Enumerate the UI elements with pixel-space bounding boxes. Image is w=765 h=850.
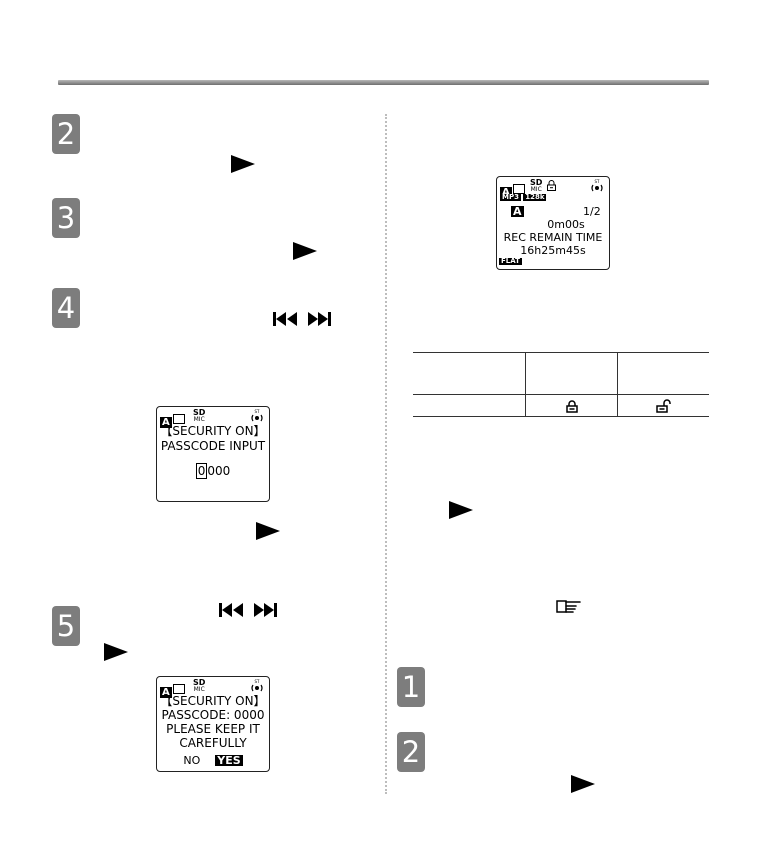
battery-indicator: A xyxy=(500,180,525,199)
table-header-cell xyxy=(617,352,709,395)
table-cell xyxy=(413,394,526,417)
stereo-indicator-icon: ST xyxy=(251,679,263,692)
lock-status-table xyxy=(413,352,709,417)
skip-back-forward-icon xyxy=(219,603,277,617)
stereo-indicator-icon: ST xyxy=(591,179,603,192)
sd-mic-indicator: SD MIC xyxy=(530,178,543,193)
rec-remain-label: REC REMAIN TIME xyxy=(503,231,603,244)
lcd-passcode-confirm: A SD MIC ST 【SECURITY ON】 PASSCODE: 0000… xyxy=(156,676,270,772)
sd-mic-indicator: SD MIC xyxy=(193,408,206,423)
pointing-hand-reference-icon xyxy=(556,600,581,613)
lock-icon xyxy=(547,180,556,191)
step-badge-left-3: 3 xyxy=(52,198,80,238)
step-badge-right-2: 2 xyxy=(397,732,425,772)
lcd-line-passcode: PASSCODE: 0000 xyxy=(161,708,265,722)
step-badge-right-1: 1 xyxy=(397,667,425,707)
elapsed-time: 0m00s xyxy=(547,218,585,231)
folder-indicator: A xyxy=(511,205,524,218)
table-header-cell xyxy=(413,352,526,395)
lcd-option-no: NO xyxy=(183,754,201,767)
play-icon xyxy=(449,501,473,519)
rec-remain-time: 16h25m45s xyxy=(520,244,586,257)
table-cell-lock xyxy=(525,394,618,417)
step-badge-left-4: 4 xyxy=(52,288,80,328)
lcd-line-keep: PLEASE KEEP IT xyxy=(166,722,260,736)
svg-text:ST: ST xyxy=(255,409,261,414)
lcd-no-yes-options: NO YES xyxy=(157,755,269,766)
header-rule xyxy=(58,80,709,85)
svg-text:ST: ST xyxy=(595,179,601,184)
battery-indicator: A xyxy=(160,680,185,699)
lcd-line-passcode-input: PASSCODE INPUT xyxy=(160,439,266,453)
step-badge-left-5: 5 xyxy=(52,606,80,646)
lcd-line-security: 【SECURITY ON】 xyxy=(160,694,266,708)
lcd-passcode-input: A SD MIC ST 【SECURITY ON】 PASSCODE INPUT… xyxy=(156,406,270,502)
file-count: 1/2 xyxy=(583,205,601,218)
unlock-icon xyxy=(655,399,671,413)
battery-indicator: A xyxy=(160,410,185,429)
play-icon xyxy=(293,242,317,260)
lcd-recording-screen: A SD MIC ST MP3 128k A 1/2 0m00s REC REM… xyxy=(496,176,610,270)
play-icon xyxy=(571,775,595,793)
skip-back-forward-icon xyxy=(273,312,331,326)
lock-icon xyxy=(565,400,578,413)
lcd-line-carefully: CAREFULLY xyxy=(179,736,247,750)
lcd-option-yes: YES xyxy=(215,754,243,767)
step-badge-left-2: 2 xyxy=(52,114,80,154)
play-icon xyxy=(104,643,128,661)
table-header-cell xyxy=(525,352,618,395)
column-divider xyxy=(385,114,387,794)
play-icon xyxy=(256,522,280,540)
table-cell-unlock xyxy=(617,394,709,417)
svg-text:ST: ST xyxy=(255,679,261,684)
play-icon xyxy=(231,155,255,173)
stereo-indicator-icon: ST xyxy=(251,409,263,422)
lcd-line-security: 【SECURITY ON】 xyxy=(160,424,266,438)
sd-mic-indicator: SD MIC xyxy=(193,678,206,693)
eq-indicator: FLAT xyxy=(499,257,522,265)
format-indicator: MP3 128k xyxy=(500,193,547,201)
